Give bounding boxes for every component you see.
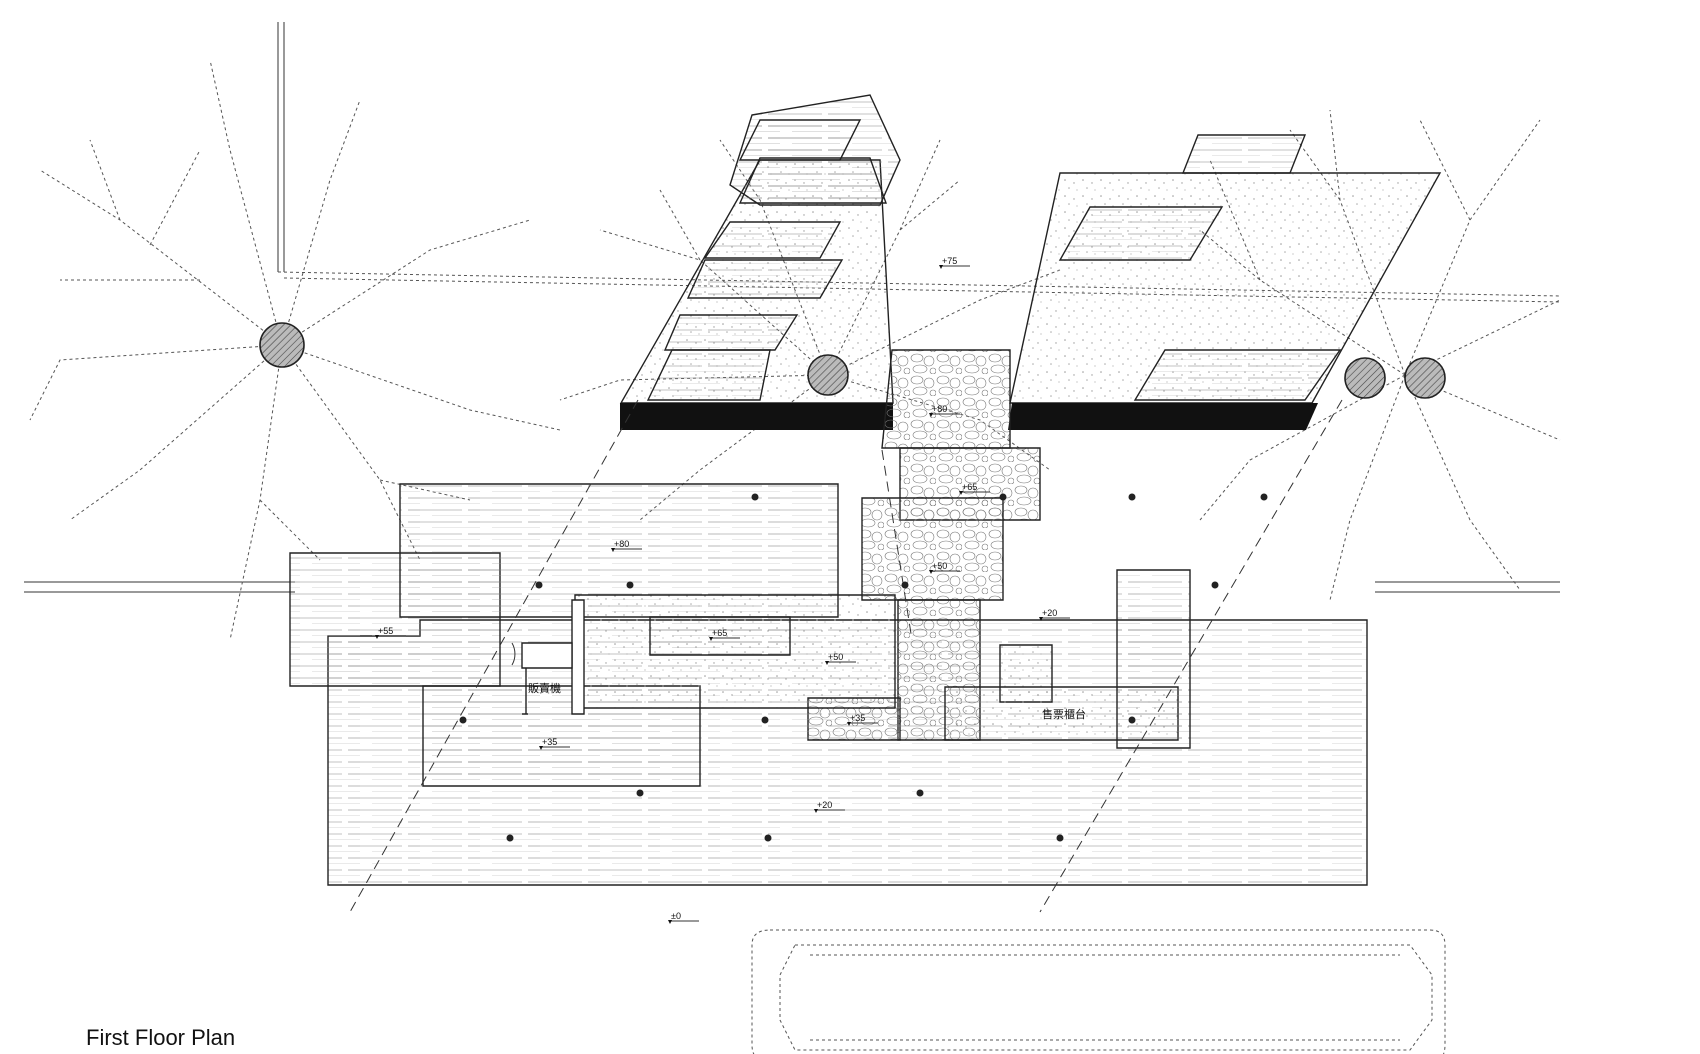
level-marker: +50 <box>929 561 960 574</box>
column <box>761 716 769 724</box>
level-label: +35 <box>542 737 557 747</box>
drawing-title: First Floor Plan <box>86 1025 235 1050</box>
vending-room <box>511 599 585 715</box>
level-label: +80 <box>932 404 947 414</box>
level-label: +20 <box>1042 608 1057 618</box>
decks <box>289 483 1368 886</box>
column <box>626 581 634 589</box>
section-cut-lines <box>349 399 1343 913</box>
vending-machine-label: 販賣機 <box>528 681 561 695</box>
column <box>1056 834 1064 842</box>
level-label: +80 <box>614 539 629 549</box>
column <box>1128 493 1136 501</box>
columns <box>459 493 1268 842</box>
column <box>751 493 759 501</box>
column <box>1260 493 1268 501</box>
level-label: +65 <box>712 628 727 638</box>
bus-outline <box>751 929 1446 1054</box>
trees <box>259 322 1446 399</box>
level-marker: +35 <box>847 713 878 726</box>
level-label: ±0 <box>671 911 681 921</box>
level-label: +65 <box>962 482 977 492</box>
column <box>1211 581 1219 589</box>
level-marker: +20 <box>814 800 845 813</box>
tree-trunk <box>1404 357 1446 399</box>
level-label: +35 <box>850 713 865 723</box>
level-marker: +80 <box>929 404 960 417</box>
column <box>506 834 514 842</box>
level-label: +55 <box>378 626 393 636</box>
level-label: +20 <box>817 800 832 810</box>
level-marker: +65 <box>959 482 990 495</box>
column <box>636 789 644 797</box>
skylights <box>646 94 1342 401</box>
thick-wall-band <box>620 403 1318 430</box>
column <box>764 834 772 842</box>
ticket-counter-label: 售票櫃台 <box>1042 707 1086 721</box>
level-label: +50 <box>828 652 843 662</box>
level-marker: ±0 <box>668 911 699 924</box>
level-marker: +80 <box>611 539 642 552</box>
level-marker: +55 <box>375 626 406 639</box>
column <box>535 581 543 589</box>
level-markers: +75 +80 +65 +80 +50 +55 +65 +20 <box>375 256 1070 924</box>
level-marker: +50 <box>825 652 856 665</box>
tree-trunk <box>259 322 305 368</box>
column <box>999 493 1007 501</box>
level-label: +50 <box>932 561 947 571</box>
tree-trunk <box>807 354 849 396</box>
column <box>459 716 467 724</box>
level-label: +75 <box>942 256 957 266</box>
tree-canopy-left <box>29 59 561 641</box>
column <box>916 789 924 797</box>
column <box>1128 716 1136 724</box>
level-marker: +75 <box>939 256 970 269</box>
level-marker: +20 <box>1039 608 1070 621</box>
column <box>901 581 909 589</box>
level-marker: +65 <box>709 628 740 641</box>
level-marker: +35 <box>539 737 570 750</box>
tree-trunk <box>1344 357 1386 399</box>
